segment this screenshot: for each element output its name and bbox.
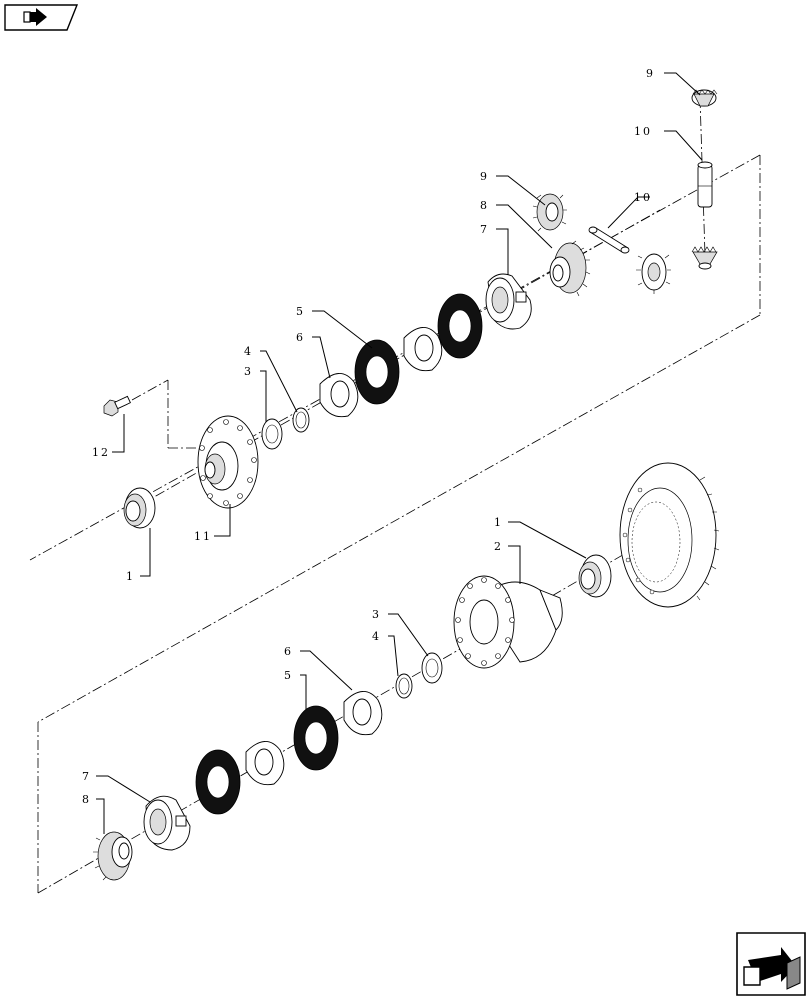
callout-5-upper: 5 [296,305,305,318]
callout-12: 12 [92,446,110,459]
part-3-thrust-washer-lower [421,652,443,684]
part-4-snap-ring-lower [395,673,413,699]
part-4-snap-ring-upper [292,407,310,433]
callout-4-lower: 4 [372,630,381,643]
callout-10-horizontal-pin: 10 [634,191,652,204]
callout-1-lower: 1 [494,516,503,529]
part-7-clutch-housing-lower [143,795,191,851]
part-1-bearing-lower [578,554,612,598]
callout-3-upper: 3 [244,365,253,378]
callout-7-lower: 7 [82,770,91,783]
part-1-bearing-upper [123,487,156,529]
ring-gear [619,462,720,608]
nav-return-button[interactable] [736,932,806,996]
callout-2: 2 [494,540,503,553]
callout-9-top: 9 [646,67,655,80]
part-6-steel-plate-upper [319,373,359,418]
callout-3-lower: 3 [372,608,381,621]
steel-plate-upper-1 [403,327,443,372]
bevel-gear-vertical-lower [691,246,718,270]
callout-10-vertical-pin: 10 [634,125,652,138]
bevel-gear-pin-side [636,253,671,294]
part-3-thrust-washer-upper [261,418,283,450]
callout-8-upper: 8 [480,199,489,212]
part-6-steel-plate-lower [343,691,383,736]
friction-disc-dark-lower-2 [195,749,241,815]
part-11-case-flange [197,415,259,509]
part-10-cross-pin-vertical [697,161,713,208]
callout-9-gear: 9 [480,170,489,183]
steel-plate-lower-2 [245,741,285,786]
part-5-friction-disc-lower [293,705,339,771]
part-9-bevel-gear-top [691,89,718,107]
arrow-return-icon [743,947,801,990]
arrow-right-icon [23,8,47,26]
part-12-bolt [103,395,131,417]
callout-11: 11 [194,530,212,543]
part-2-differential-case [453,575,563,669]
part-8-side-gear-lower [93,831,133,881]
callout-4-upper: 4 [244,345,253,358]
part-8-side-gear [549,240,591,297]
callout-8-lower: 8 [82,793,91,806]
part-7-clutch-housing [485,273,532,330]
callout-7-upper: 7 [480,223,489,236]
callout-5-lower: 5 [284,669,293,682]
callout-labels: 9 10 9 10 8 7 5 6 4 3 12 11 1 1 2 3 4 6 … [82,67,655,806]
callout-6-lower: 6 [284,645,293,658]
nav-forward-button[interactable] [4,4,79,31]
part-9-bevel-gear [532,193,567,232]
part-10-cross-pin-horizontal [588,226,630,254]
friction-disc-dark-upper-1 [437,293,483,359]
callout-1-upper: 1 [126,570,135,583]
callout-6-upper: 6 [296,331,305,344]
leader-lines [96,72,703,834]
part-5-friction-disc-upper [354,339,400,405]
